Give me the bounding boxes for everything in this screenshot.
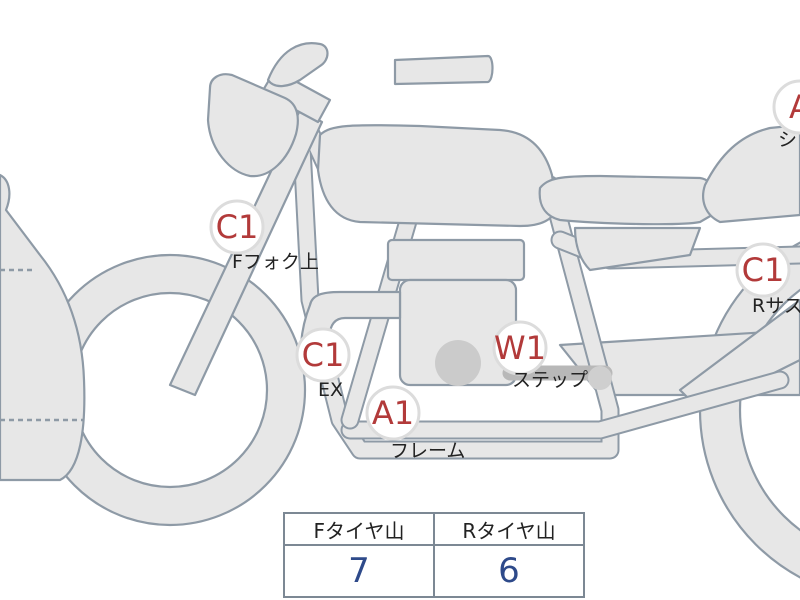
fuel-tank <box>316 124 558 228</box>
badge-circle <box>772 79 800 135</box>
front-tire-value: 7 <box>283 544 435 598</box>
badge-code: A <box>789 88 800 126</box>
headlight <box>206 73 299 178</box>
badge-part-label: ステップ <box>512 369 588 391</box>
badge-code: C1 <box>742 251 785 289</box>
rear-tire-header: Rタイヤ山 <box>433 512 585 546</box>
badge-circle <box>209 199 265 255</box>
handlebar <box>266 42 329 88</box>
badge-code: W1 <box>494 329 546 367</box>
rider-bag <box>0 173 86 482</box>
seat <box>538 174 716 226</box>
badge-part-label: シ <box>778 129 797 151</box>
badge-circle <box>295 327 351 383</box>
engine <box>386 238 526 387</box>
badge-circle <box>365 385 421 441</box>
badge-part-label: Rサス <box>752 295 800 317</box>
badge-part-label: Fフォク上 <box>232 251 319 273</box>
badge-circle <box>492 320 548 376</box>
badge-part-label: フレーム <box>390 440 465 462</box>
badge-part-label: EX <box>318 379 343 401</box>
front-tire-header: Fタイヤ山 <box>283 512 435 546</box>
badge-code: C1 <box>216 208 259 246</box>
inspection-badge-a-seat: Aシ <box>772 79 800 151</box>
badge-circle <box>735 242 791 298</box>
tire-tread-table: Fタイヤ山 Rタイヤ山 7 6 <box>283 512 585 598</box>
badge-code: C1 <box>302 336 345 374</box>
inspection-badge-a1-frame: A1 フレーム <box>365 385 465 462</box>
rear-tire-value: 6 <box>433 544 585 598</box>
badge-code: A1 <box>372 394 414 432</box>
